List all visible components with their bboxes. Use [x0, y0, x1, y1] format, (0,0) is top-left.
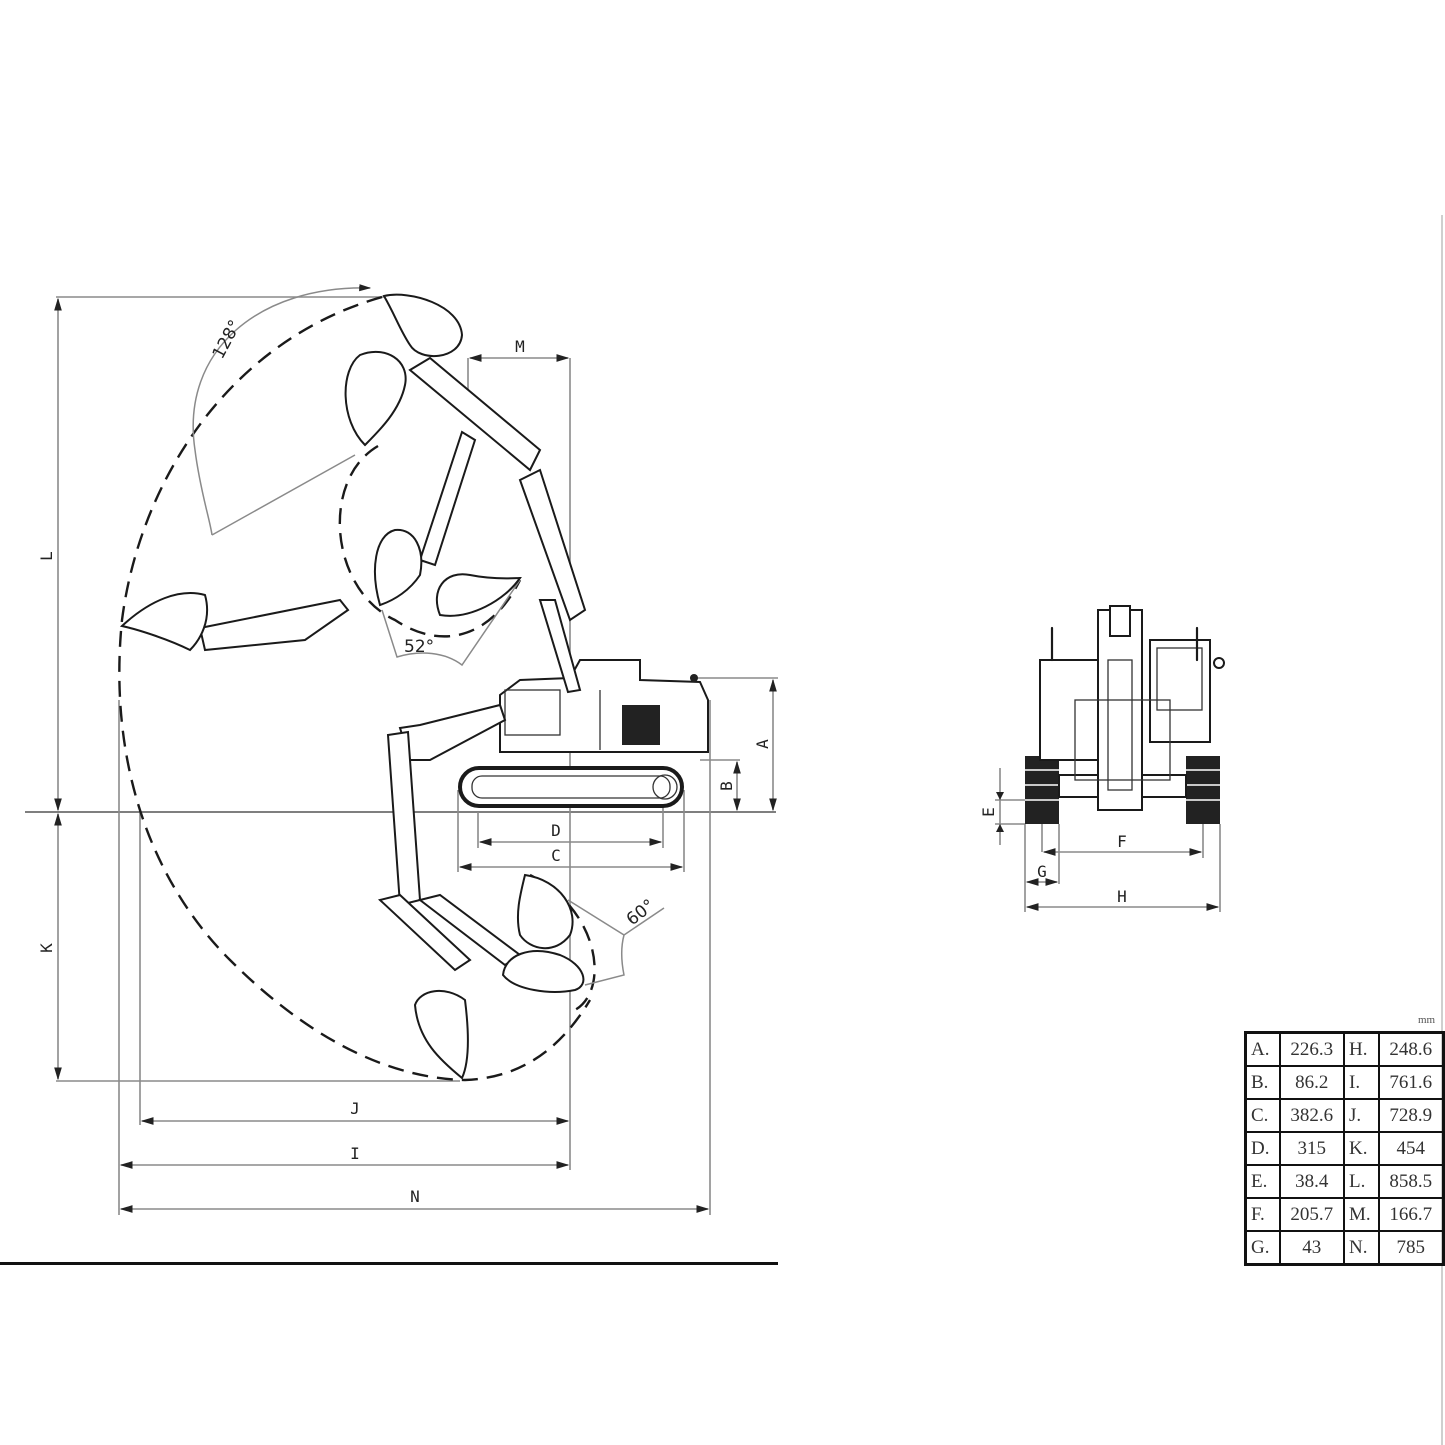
bucket-low [516, 873, 574, 950]
table-row: D. 315 K. 454 [1244, 1131, 1445, 1166]
page-edge-line [1441, 215, 1443, 1445]
dimension-G-label: G [1037, 862, 1047, 881]
dimension-spec-table: A. 226.3 H. 248.6 B. 86.2 I. 761.6 C. 38… [1244, 1031, 1445, 1266]
engine-grille [622, 705, 660, 745]
cab [504, 689, 561, 736]
bucket-curl [435, 573, 522, 617]
dimension-M-label: M [515, 337, 525, 356]
reach-envelope [118, 295, 592, 1082]
key-cell: L. [1343, 1164, 1380, 1199]
value-cell: 785 [1377, 1230, 1445, 1266]
right-track [1186, 756, 1220, 824]
cab-front [1149, 639, 1211, 743]
angle-label-128: 128° [209, 317, 246, 363]
dimension-L-label: L [37, 551, 56, 561]
dimension-E-label: E [979, 807, 998, 817]
table-row: B. 86.2 I. 761.6 [1244, 1065, 1445, 1100]
angle-arc-128 [192, 284, 372, 536]
body-center [1074, 699, 1171, 781]
key-cell: C. [1244, 1098, 1281, 1133]
left-track [1025, 756, 1059, 824]
table-row: G. 43 N. 785 [1244, 1230, 1445, 1266]
angle-label-52: 52° [404, 637, 434, 657]
value-cell: 43 [1278, 1230, 1346, 1266]
key-cell: G. [1244, 1230, 1281, 1266]
key-cell: A. [1244, 1031, 1281, 1067]
upper-body-left [1039, 659, 1103, 761]
value-cell: 38.4 [1278, 1164, 1346, 1199]
dimension-F-label: F [1117, 832, 1127, 851]
key-cell: H. [1343, 1031, 1380, 1067]
track [458, 766, 684, 808]
boom-front [1097, 609, 1143, 811]
key-cell: I. [1343, 1065, 1380, 1100]
dimension-J-label: J [350, 1099, 360, 1118]
key-cell: D. [1244, 1131, 1281, 1166]
key-cell: N. [1343, 1230, 1380, 1266]
dimension-N-label: N [410, 1187, 420, 1206]
bucket-top [382, 293, 464, 358]
key-cell: B. [1244, 1065, 1281, 1100]
value-cell: 858.5 [1377, 1164, 1445, 1199]
table-row: F. 205.7 M. 166.7 [1244, 1197, 1445, 1232]
upper-structure [499, 659, 709, 753]
key-cell: J. [1343, 1098, 1380, 1133]
boom-raised [538, 599, 582, 694]
value-cell: 226.3 [1278, 1031, 1346, 1067]
dimension-I-label: I [350, 1144, 360, 1163]
value-cell: 205.7 [1278, 1197, 1346, 1232]
inner-envelope [338, 444, 522, 638]
front-view: E F G H [979, 605, 1225, 912]
table-row: A. 226.3 H. 248.6 [1244, 1031, 1445, 1067]
dimension-H-label: H [1117, 887, 1127, 906]
bucket-dig [413, 989, 469, 1080]
bucket-upper [344, 350, 407, 447]
key-cell: E. [1244, 1164, 1281, 1199]
value-cell: 382.6 [1278, 1098, 1346, 1133]
bucket-mid [374, 528, 423, 607]
dimension-C-label: C [551, 846, 561, 865]
value-cell: 166.7 [1377, 1197, 1445, 1232]
value-cell: 454 [1377, 1131, 1445, 1166]
key-cell: K. [1343, 1131, 1380, 1166]
angle-label-60: 60° [623, 896, 659, 930]
bucket-scoop [501, 950, 585, 993]
table-row: C. 382.6 J. 728.9 [1244, 1098, 1445, 1133]
unit-label: mm [1418, 1014, 1436, 1026]
value-cell: 86.2 [1278, 1065, 1346, 1100]
table-row: E. 38.4 L. 858.5 [1244, 1164, 1445, 1199]
dimension-D-label: D [551, 821, 561, 840]
boom-lowered [398, 703, 507, 761]
key-cell: F. [1244, 1197, 1281, 1232]
bottom-rule [0, 1262, 778, 1265]
value-cell: 728.9 [1377, 1098, 1445, 1133]
excavator-side [119, 293, 709, 1080]
dimension-A-label: A [753, 739, 772, 749]
value-cell: 315 [1278, 1131, 1346, 1166]
bucket-extended [119, 592, 209, 652]
key-cell: M. [1343, 1197, 1380, 1232]
arm-extended [198, 598, 350, 652]
dimension-K-label: K [37, 943, 56, 953]
value-cell: 248.6 [1377, 1031, 1445, 1067]
value-cell: 761.6 [1377, 1065, 1445, 1100]
side-view: L K J I N M A B D [25, 284, 778, 1215]
dimension-B-label: B [717, 781, 736, 791]
